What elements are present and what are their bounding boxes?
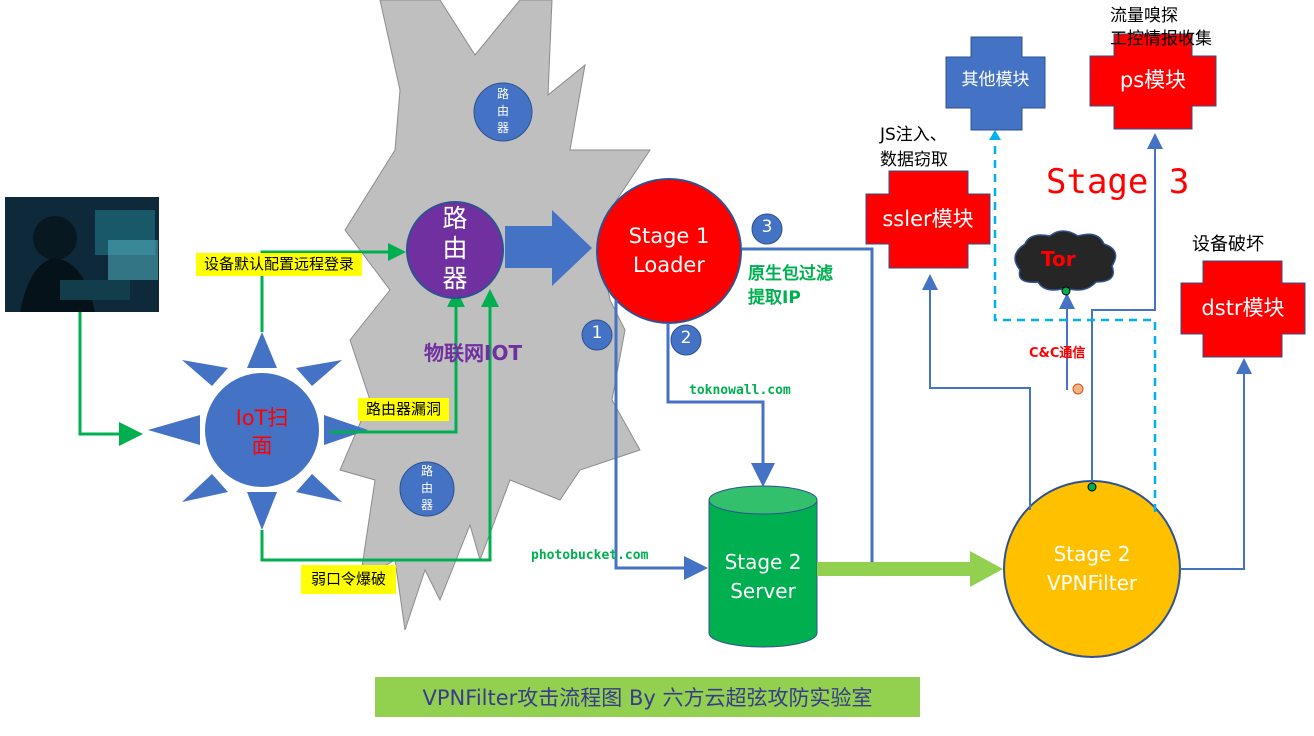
attack-paths	[78, 243, 499, 562]
router-main-label: 路 由 器	[442, 204, 468, 293]
step-2-circle	[670, 324, 702, 356]
dstr-module-cross	[1180, 260, 1306, 358]
router-small-bottom	[399, 461, 455, 517]
ssler-module-cross	[865, 170, 991, 269]
other-module-cross	[945, 36, 1046, 131]
packet-filter-label: 原生包过滤 提取IP	[748, 264, 833, 308]
cc-junction-dot	[1072, 383, 1084, 395]
ps-module-label: ps模块	[1119, 68, 1187, 92]
server-to-vpnfilter-arrow	[817, 551, 1003, 587]
router-small-top	[473, 82, 533, 142]
other-module-label: 其他模块	[961, 70, 1030, 90]
photobucket-domain: photobucket.com	[531, 548, 649, 563]
cc-label: C&C通信	[1029, 346, 1086, 361]
weak-password-label: 弱口令爆破	[301, 565, 397, 595]
cc-dashed-path	[993, 132, 1157, 512]
footer-title: VPNFilter攻击流程图 By 六方云超弦攻防实验室	[375, 677, 920, 717]
router-main	[406, 201, 504, 299]
tor-label: Tor	[1041, 247, 1076, 271]
vpnfilter-top-dot	[1087, 482, 1097, 492]
router-vuln-label: 路由器漏洞	[358, 398, 450, 422]
ssler-module-label: ssler模块	[882, 207, 974, 231]
scanner-label: IoT扫 面	[235, 406, 289, 458]
ssler-module-caption: JS注入、 数据窃取	[880, 125, 948, 170]
dstr-module-caption: 设备破坏	[1192, 234, 1264, 255]
tor-bottom-dot	[1061, 286, 1071, 296]
iot-cloud-label: 物联网IOT	[424, 341, 523, 365]
hacker-image	[5, 197, 159, 312]
router-small-top-label: 路 由 器	[496, 87, 509, 135]
stage3-title: Stage 3	[1046, 162, 1190, 202]
ps-module-caption: 流量嗅探 工控情报收集	[1110, 6, 1212, 49]
stage2-server-label: Stage 2 Server	[724, 550, 802, 603]
stage2-vpnfilter-label: Stage 2 VPNFilter	[1046, 542, 1138, 595]
step-1-number: 1	[591, 323, 603, 343]
step-3-circle	[751, 213, 783, 245]
step-1-circle	[581, 319, 613, 351]
ps-module-cross	[1089, 33, 1217, 130]
cc-dashed-arrowhead	[989, 130, 1001, 140]
default-login-label: 设备默认配置远程登录	[196, 253, 363, 277]
dstr-module-label: dstr模块	[1201, 296, 1285, 320]
toknowall-domain: toknowall.com	[689, 383, 791, 398]
step-3-number: 3	[761, 217, 773, 237]
router-small-bottom-label: 路 由 器	[420, 464, 433, 512]
router-to-stage1-arrow	[505, 210, 592, 286]
tor-cloud	[1014, 230, 1117, 291]
iot-scanner	[148, 332, 368, 530]
stage1-label: Stage 1 Loader	[628, 224, 710, 277]
step-2-number: 2	[680, 328, 692, 348]
stage2-server	[708, 485, 818, 648]
